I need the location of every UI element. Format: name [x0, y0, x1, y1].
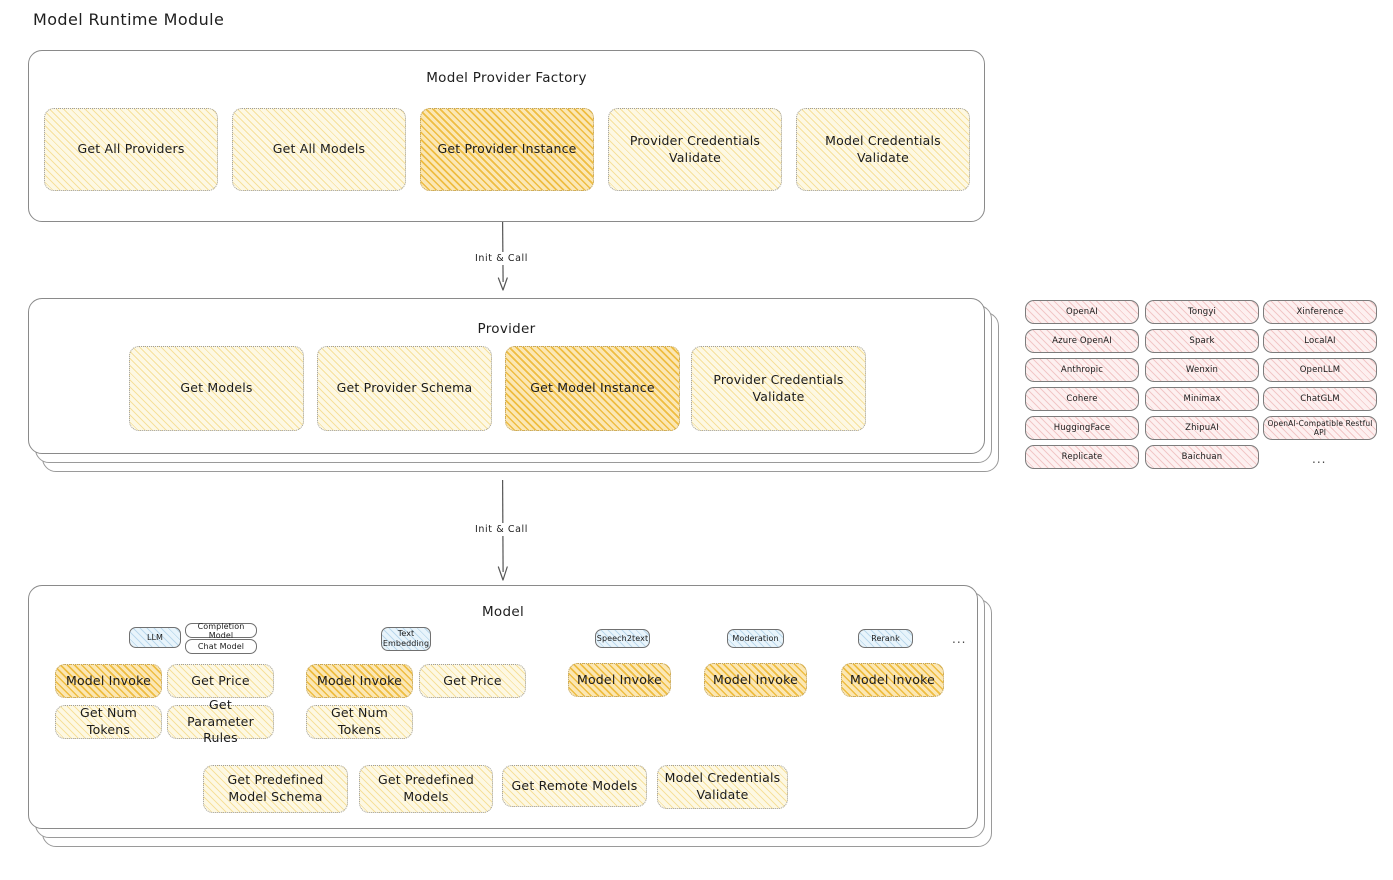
model-type-badge-chat-model[interactable]: Chat Model [185, 639, 257, 654]
model-type-badge-moderation[interactable]: Moderation [727, 629, 784, 648]
provider-chip-tongyi[interactable]: Tongyi [1145, 300, 1259, 324]
provider-node-get-model-instance[interactable]: Get Model Instance [505, 346, 680, 431]
provider-chip-baichuan[interactable]: Baichuan [1145, 445, 1259, 469]
provider-chip-chatglm[interactable]: ChatGLM [1263, 387, 1377, 411]
provider-chip-cohere[interactable]: Cohere [1025, 387, 1139, 411]
provider-node-get-models[interactable]: Get Models [129, 346, 304, 431]
model-type-badge-llm[interactable]: LLM [129, 627, 181, 648]
provider-chip-spark[interactable]: Spark [1145, 329, 1259, 353]
provider-list-more-ellipsis: ... [1312, 452, 1327, 466]
provider-title: Provider [477, 321, 536, 337]
factory-node-get-provider-instance[interactable]: Get Provider Instance [420, 108, 594, 191]
page-title: Model Runtime Module [33, 10, 225, 29]
model-type-more-ellipsis: ... [952, 632, 967, 646]
llm-op-get-price[interactable]: Get Price [167, 664, 274, 698]
provider-chip-minimax[interactable]: Minimax [1145, 387, 1259, 411]
model-title: Model [481, 604, 525, 620]
common-op-get-predefined-models[interactable]: Get Predefined Models [359, 765, 493, 813]
arrow-factory-to-provider-label: Init & Call [472, 252, 531, 265]
factory-node-get-all-models[interactable]: Get All Models [232, 108, 406, 191]
model-type-badge-rerank[interactable]: Rerank [858, 629, 913, 648]
embedding-op-model-invoke[interactable]: Model Invoke [306, 664, 413, 698]
speech2text-op-model-invoke[interactable]: Model Invoke [568, 663, 671, 697]
provider-chip-zhipuai[interactable]: ZhipuAI [1145, 416, 1259, 440]
provider-chip-openai-compatible-restful-api[interactable]: OpenAI-Compatible Restful API [1263, 416, 1377, 440]
provider-chip-localai[interactable]: LocalAI [1263, 329, 1377, 353]
common-op-get-remote-models[interactable]: Get Remote Models [502, 765, 647, 807]
provider-chip-huggingface[interactable]: HuggingFace [1025, 416, 1139, 440]
provider-chip-azure-openai[interactable]: Azure OpenAI [1025, 329, 1139, 353]
provider-node-provider-credentials-validate[interactable]: Provider Credentials Validate [691, 346, 866, 431]
provider-chip-replicate[interactable]: Replicate [1025, 445, 1139, 469]
provider-chip-xinference[interactable]: Xinference [1263, 300, 1377, 324]
factory-node-provider-credentials-validate[interactable]: Provider Credentials Validate [608, 108, 782, 191]
rerank-op-model-invoke[interactable]: Model Invoke [841, 663, 944, 697]
provider-chip-openai[interactable]: OpenAI [1025, 300, 1139, 324]
common-op-model-credentials-validate[interactable]: Model Credentials Validate [657, 765, 788, 809]
llm-op-get-num-tokens[interactable]: Get Num Tokens [55, 705, 162, 739]
factory-node-get-all-providers[interactable]: Get All Providers [44, 108, 218, 191]
model-type-badge-completion-model[interactable]: Completion Model [185, 622, 257, 640]
embedding-op-get-price[interactable]: Get Price [419, 664, 526, 698]
model-type-badge-speech2text[interactable]: Speech2text [595, 629, 650, 648]
factory-node-model-credentials-validate[interactable]: Model Credentials Validate [796, 108, 970, 191]
llm-op-get-parameter-rules[interactable]: Get Parameter Rules [167, 697, 274, 745]
moderation-op-model-invoke[interactable]: Model Invoke [704, 663, 807, 697]
model-provider-factory-title: Model Provider Factory [426, 70, 587, 86]
llm-op-model-invoke[interactable]: Model Invoke [55, 664, 162, 698]
arrow-provider-to-model-label: Init & Call [472, 523, 531, 536]
provider-node-get-provider-schema[interactable]: Get Provider Schema [317, 346, 492, 431]
provider-chip-openllm[interactable]: OpenLLM [1263, 358, 1377, 382]
common-op-get-predefined-model-schema[interactable]: Get Predefined Model Schema [203, 765, 348, 813]
provider-chip-anthropic[interactable]: Anthropic [1025, 358, 1139, 382]
embedding-op-get-num-tokens[interactable]: Get Num Tokens [306, 705, 413, 739]
model-type-badge-text-embedding[interactable]: Text Embedding [381, 627, 431, 651]
provider-chip-wenxin[interactable]: Wenxin [1145, 358, 1259, 382]
